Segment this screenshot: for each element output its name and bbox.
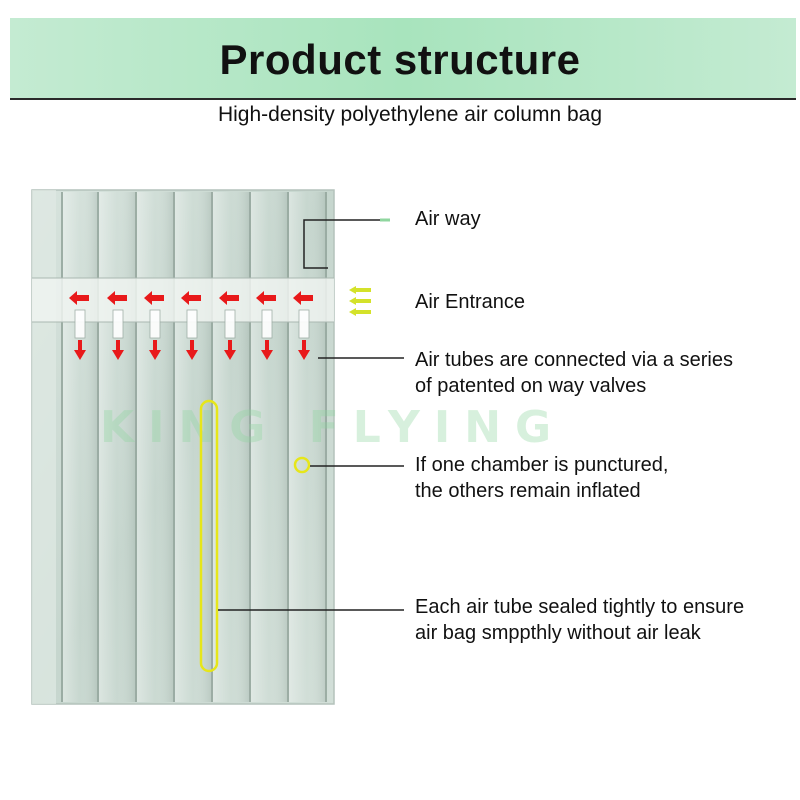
arrow-left-icon	[107, 291, 127, 305]
arrow-down-icon	[74, 340, 86, 360]
bag-left-seam	[32, 190, 56, 704]
punctured-label-line-2: the others remain inflated	[415, 480, 641, 502]
air-column	[175, 192, 211, 702]
arrow-left-icon	[293, 291, 313, 305]
arrow-down-icon	[298, 340, 310, 360]
air-column	[137, 192, 173, 702]
air-way-label: Air way	[415, 208, 481, 230]
arrow-down-icon	[112, 340, 124, 360]
watermark: KING FLYING	[100, 402, 565, 453]
title-band	[10, 18, 796, 100]
valve	[261, 309, 273, 339]
arrow-left-icon	[256, 291, 276, 305]
page-title: Product structure	[219, 36, 581, 83]
air-entrance-icon	[349, 286, 371, 316]
air-columns	[61, 192, 327, 702]
air-tubes-label-line-1: Air tubes are connected via a series	[415, 349, 733, 371]
arrow-left-icon	[144, 291, 164, 305]
air-column	[99, 192, 135, 702]
sealed-label: Each air tube sealed tightly to ensure a…	[415, 594, 744, 646]
arrow-left-icon	[219, 291, 239, 305]
punctured-label-line-1: If one chamber is punctured,	[415, 454, 669, 476]
air-entrance-label: Air Entrance	[415, 291, 526, 313]
arrow-down-icon	[149, 340, 161, 360]
air-column	[213, 192, 249, 702]
arrow-left-icon	[181, 291, 201, 305]
airflow-left-arrows	[69, 291, 313, 305]
valves	[74, 309, 310, 339]
sealed-label-line-1: Each air tube sealed tightly to ensure	[415, 596, 745, 618]
puncture-highlight	[293, 456, 311, 474]
punctured-label: If one chamber is punctured, the others …	[415, 452, 668, 504]
air-column	[251, 192, 287, 702]
air-tubes-label-line-2: of patented on way valves	[415, 375, 647, 397]
airflow-down-arrows	[74, 340, 310, 360]
valve	[149, 309, 161, 339]
valve	[224, 309, 236, 339]
valve	[298, 309, 310, 339]
arrow-down-icon	[186, 340, 198, 360]
arrow-down-icon	[224, 340, 236, 360]
arrow-down-icon	[261, 340, 273, 360]
valve	[74, 309, 86, 339]
page-subtitle: High-density polyethylene air column bag	[217, 103, 603, 126]
arrow-left-icon	[69, 291, 89, 305]
valve	[112, 309, 124, 339]
air-tubes-label: Air tubes are connected via a series of …	[415, 347, 733, 399]
air-way-leader	[303, 219, 386, 269]
sealed-label-line-2: air bag smppthly without air leak	[415, 622, 701, 644]
valve	[186, 309, 198, 339]
sealed-tube-highlight	[199, 399, 219, 673]
air-column	[289, 192, 325, 702]
air-column	[63, 192, 97, 702]
